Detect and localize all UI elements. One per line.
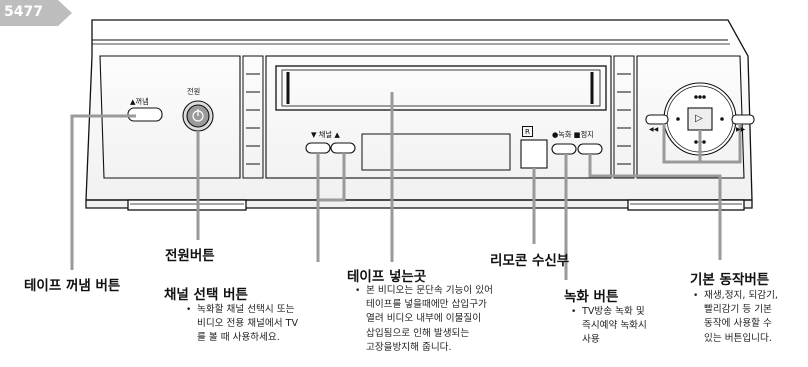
bullet-icon: • (355, 286, 361, 296)
channel-title: 채널 선택 버튼 (164, 287, 248, 303)
leader-tape-eject (70, 114, 136, 270)
r-label: R (522, 126, 533, 137)
power-label: 전원 (187, 87, 201, 96)
left-control-panel (99, 55, 241, 179)
right-indicator-slats (613, 55, 635, 179)
record-title: 녹화 버튼 (564, 289, 619, 305)
stop-button (577, 143, 603, 155)
basic-title: 기본 동작버튼 (690, 272, 770, 288)
fast-forward-icon: ▶▶ (736, 126, 746, 133)
power-title: 전원버튼 (165, 248, 215, 264)
play-icon: ▷ (695, 113, 703, 124)
leader-basic-bracket-outer (662, 124, 742, 164)
leader-basic (588, 154, 722, 260)
vcr-body (85, 19, 753, 211)
bullet-icon: • (571, 307, 577, 317)
channel-down-button (305, 142, 331, 154)
leader-channel-bracket (316, 153, 346, 202)
page-number: 5477 (4, 4, 43, 20)
page-number-tag: 5477 (0, 0, 72, 26)
channel-desc: • 녹화할 채널 선택시 또는 비디오 전용 채널에서 TV 를 볼 때 사용하… (186, 304, 299, 344)
record-button (551, 143, 577, 155)
left-indicator-slats (242, 55, 264, 179)
fast-forward-button (731, 114, 755, 125)
basic-desc: • 재생,정지, 되감기, 빨리감기 등 기본 동작에 사용할 수 있는 버튼입… (693, 290, 778, 344)
record-desc: • TV방송 녹화 및 즉시예약 녹화시 사용 (571, 306, 647, 346)
center-panel (265, 55, 612, 179)
remote-sensor-title: 리모콘 수신부 (490, 253, 570, 269)
bullet-icon: • (186, 305, 192, 315)
tape-eject-title: 테이프 꺼냄 버튼 (24, 278, 121, 294)
display-window (361, 133, 511, 171)
tape-slot (275, 65, 607, 111)
callout-lines (70, 92, 742, 280)
tape-slot-desc: • 본 비디오는 문단속 기능이 있어 테이프를 넣을때에만 삽입구가 열려 비… (355, 285, 493, 353)
channel-label: ▼ 채널 ▲ (311, 130, 340, 139)
remote-sensor (520, 139, 548, 169)
eject-label: ▲꺼냄 (130, 97, 149, 106)
rewind-button (645, 114, 669, 125)
rec-stop-label: ●녹화 ■정지 (552, 130, 594, 139)
bullet-icon: • (693, 291, 699, 301)
channel-up-button (330, 142, 356, 154)
tape-slot-title: 테이프 넣는곳 (347, 269, 427, 285)
rewind-icon: ◀◀ (649, 126, 659, 133)
